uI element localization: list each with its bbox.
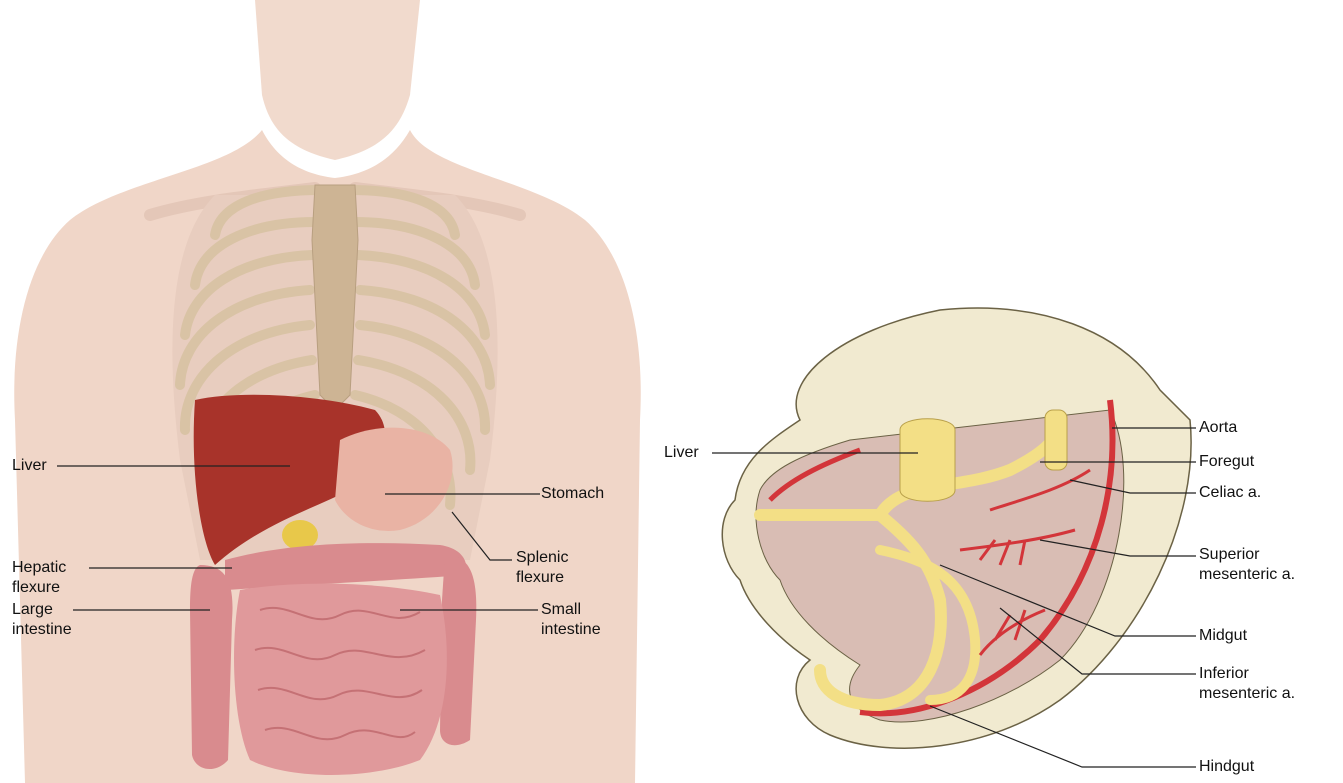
label-liver-right: Liver: [664, 443, 699, 463]
label-hindgut: Hindgut: [1199, 757, 1254, 777]
liver-bud: [900, 419, 955, 502]
label-midgut: Midgut: [1199, 626, 1247, 646]
label-splenic-flexure: Splenic flexure: [516, 548, 568, 588]
label-hepatic-flexure: Hepatic flexure: [12, 558, 66, 598]
sternum: [312, 185, 358, 410]
torso-illustration: [14, 0, 641, 783]
small-intestine-mass: [234, 584, 447, 775]
embryo-illustration: [722, 308, 1191, 748]
gallbladder: [282, 520, 318, 550]
label-superior-mesenteric: Superior mesenteric a.: [1199, 545, 1295, 585]
label-celiac: Celiac a.: [1199, 483, 1261, 503]
label-liver-left: Liver: [12, 456, 47, 476]
foregut-tube: [1045, 410, 1067, 470]
ascending-colon: [190, 565, 233, 769]
label-small-intestine: Small intestine: [541, 600, 601, 640]
label-aorta: Aorta: [1199, 418, 1237, 438]
head-neck: [255, 0, 420, 160]
label-inferior-mesenteric: Inferior mesenteric a.: [1199, 664, 1295, 704]
label-large-intestine: Large intestine: [12, 600, 72, 640]
label-foregut: Foregut: [1199, 452, 1254, 472]
label-stomach: Stomach: [541, 484, 604, 504]
